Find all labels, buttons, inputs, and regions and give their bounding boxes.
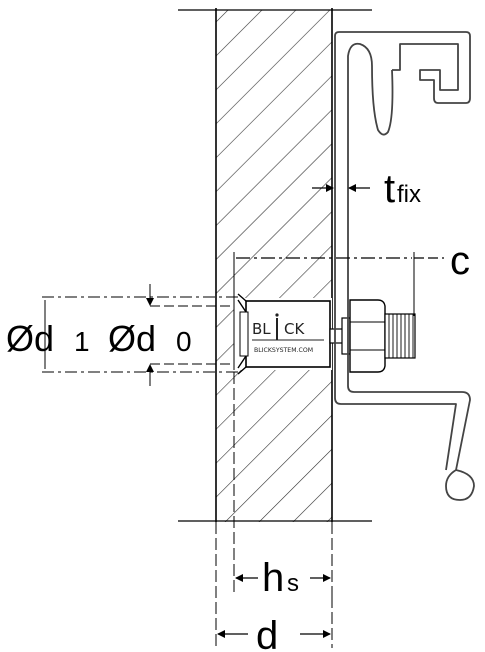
dimension-hs: h s <box>233 372 333 600</box>
dimension-diameters: Ød 1 Ød 0 <box>6 284 240 386</box>
anchor-cone <box>239 311 249 357</box>
hex-nut <box>349 299 386 373</box>
profile-inner-outline <box>334 140 457 471</box>
d-label: d <box>256 614 278 652</box>
bolt <box>329 299 416 373</box>
anchor-sleeve: BL CK BLICKSYSTEM.COM <box>237 293 331 375</box>
profile-top-rail <box>334 31 471 140</box>
tfix-label-sub: fix <box>397 181 421 208</box>
profile-outline <box>347 42 475 501</box>
anchor-logo-website: BLICKSYSTEM.COM <box>254 347 313 354</box>
anchor-logo-right: CK <box>284 320 305 338</box>
dimension-d: d <box>215 522 333 652</box>
d1-label-sub: 1 <box>74 326 90 357</box>
bolt-thread <box>384 313 416 359</box>
d0-label-main: Ød <box>108 318 156 359</box>
dimension-c: c <box>233 239 470 316</box>
c-label: c <box>450 239 470 283</box>
wall <box>178 8 372 522</box>
anchor-logo-left: BL <box>252 320 271 338</box>
tfix-label-main: t <box>384 167 395 211</box>
bolt-thread-lines <box>388 314 414 358</box>
anchor-logo-dot <box>275 313 279 317</box>
d1-label-main: Ød <box>6 318 54 359</box>
dimension-tfix: t fix <box>312 167 421 211</box>
fixture-profile <box>334 31 475 501</box>
hs-label-sub: s <box>287 570 299 597</box>
d0-label-sub: 0 <box>176 326 192 357</box>
wall-hatching <box>216 10 332 522</box>
hs-label-main: h <box>262 556 284 600</box>
anchor-expansion-wings <box>237 293 247 375</box>
